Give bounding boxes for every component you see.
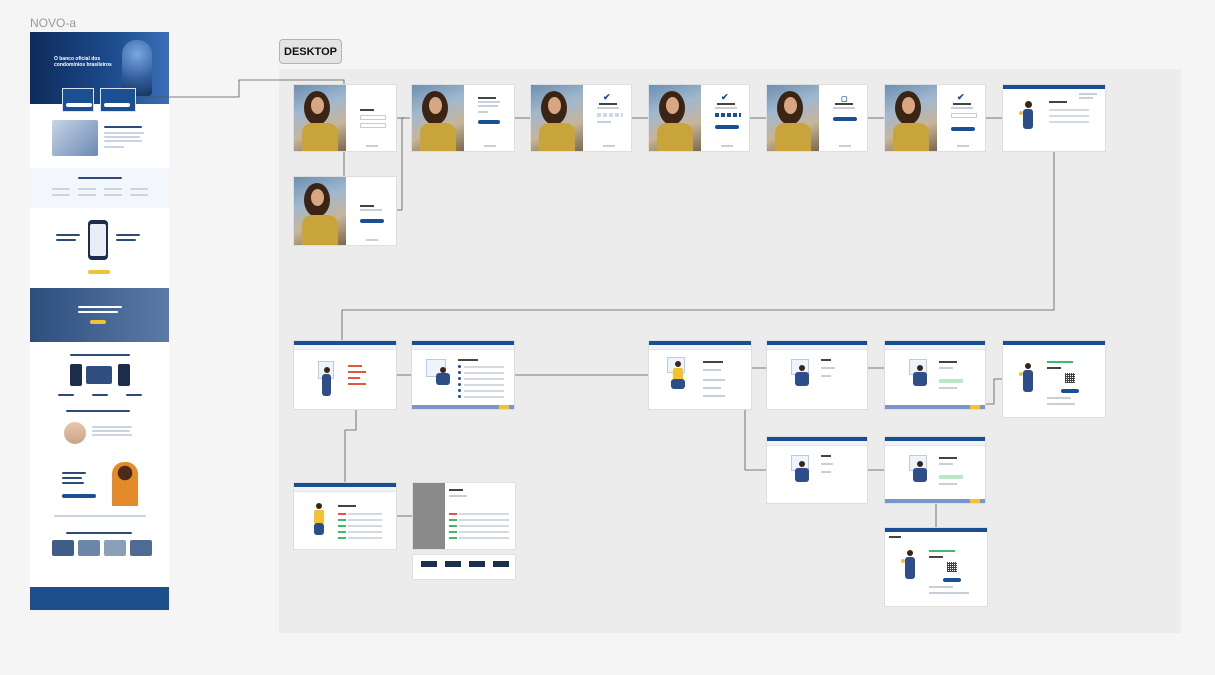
screen-charges-list[interactable] [293, 482, 397, 550]
screen-select-account[interactable] [1002, 84, 1106, 152]
screen-extract[interactable] [411, 340, 515, 410]
cta-photo [112, 462, 138, 506]
frame-label[interactable]: NOVO-a [30, 16, 77, 30]
landing-page-frame[interactable]: O banco oficial dos condomínios brasilei… [30, 32, 169, 610]
screen-verify-2[interactable]: ✔ [648, 84, 750, 152]
section-photo [52, 120, 98, 156]
screen-login-2[interactable] [411, 84, 515, 152]
screen-charges-detail-modal[interactable] [412, 482, 516, 550]
screen-verify-3[interactable]: ▢ [766, 84, 868, 152]
hero-card-left [62, 88, 94, 112]
landing-hero: O banco oficial dos condomínios brasilei… [30, 32, 169, 104]
screen-login-1[interactable] [293, 84, 397, 152]
hero-photo [122, 40, 152, 96]
screen-dashboard-home[interactable] [293, 340, 397, 410]
landing-footer [30, 587, 169, 610]
screen-transfer-step-2[interactable] [884, 436, 986, 504]
screen-payment-step-1[interactable] [766, 340, 868, 410]
screen-login-alt[interactable] [293, 176, 397, 246]
screen-transfer-receipt[interactable] [884, 527, 988, 607]
screen-verify-4[interactable]: ✔ [884, 84, 986, 152]
screen-verify-1[interactable]: ✔ [530, 84, 632, 152]
screen-receipt[interactable] [1002, 340, 1106, 418]
section-tag-desktop[interactable]: DESKTOP [279, 39, 342, 64]
screen-payments[interactable] [648, 340, 752, 410]
hero-card-right [100, 88, 136, 112]
screen-transfer-step-1[interactable] [766, 436, 868, 504]
screen-payment-step-2[interactable] [884, 340, 986, 410]
landing-hero-title: O banco oficial dos condomínios brasilei… [54, 56, 112, 68]
promo-banner [30, 288, 169, 342]
tooltip-components[interactable] [412, 554, 516, 580]
